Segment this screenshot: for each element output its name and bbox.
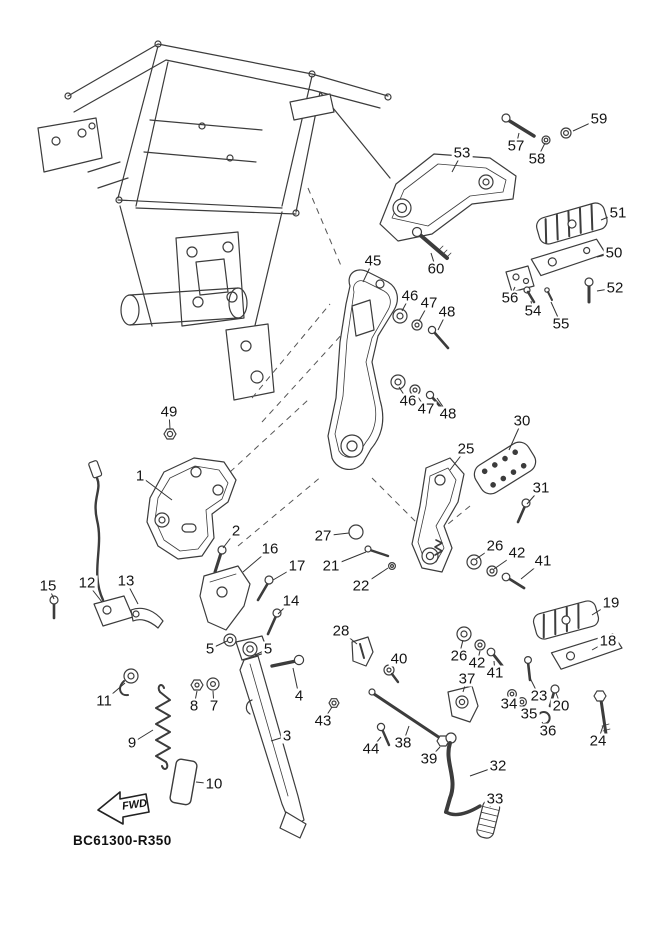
bracket-16 xyxy=(199,565,251,631)
bolt-60 xyxy=(411,226,452,260)
bolt-15 xyxy=(49,595,59,620)
footrest-rubber-19 xyxy=(532,600,600,640)
nut-43 xyxy=(328,698,340,708)
stopper-56-pins-54-55 xyxy=(505,265,553,304)
hook-11 xyxy=(119,668,139,697)
diagram-code: BC61300-R350 xyxy=(73,833,172,848)
bushing-set-upper-26-42-41 xyxy=(466,554,526,590)
washers-34-35-clip-36 xyxy=(507,688,551,725)
side-stand-3 xyxy=(235,635,307,839)
footrest-rubber-51 xyxy=(536,202,608,245)
bolt-24 xyxy=(593,690,611,736)
shift-pedal-32 xyxy=(444,732,482,817)
screw-52 xyxy=(584,277,594,304)
footrest-bracket-18 xyxy=(550,633,623,670)
fasteners-57-58-59 xyxy=(501,113,572,145)
pin-21-22 xyxy=(364,545,397,570)
frame-sketch xyxy=(37,40,392,401)
relation-dashed-lines xyxy=(229,187,471,547)
damper-set-upper-46-47-48 xyxy=(392,308,450,350)
screw-31 xyxy=(516,498,531,524)
screw-44 xyxy=(376,722,391,747)
screw-17 xyxy=(256,575,274,602)
screw-20 xyxy=(548,684,560,708)
footrest-pad-30 xyxy=(473,441,537,495)
cap-27 xyxy=(348,524,364,540)
spring-9 xyxy=(155,684,171,770)
clevis-28 xyxy=(351,636,374,667)
footrest-bracket-50 xyxy=(530,238,607,277)
bolt-4 xyxy=(270,654,305,668)
fwd-label: FWD xyxy=(121,797,148,812)
rubber-10 xyxy=(169,758,198,806)
stand-switch-12-13 xyxy=(88,460,164,629)
damper-set-lower-46-47-48 xyxy=(390,374,448,415)
footrest-bracket-25 xyxy=(411,457,465,573)
fwd-arrow: FWD xyxy=(97,791,150,825)
main-bracket-45 xyxy=(327,269,398,471)
plate-37 xyxy=(447,685,479,723)
stand-bracket-1 xyxy=(146,457,237,560)
rod-end-40 xyxy=(383,664,400,684)
screw-2 xyxy=(213,545,227,574)
upper-bracket-53 xyxy=(379,153,517,242)
pin-23 xyxy=(523,655,532,682)
bolt-14 xyxy=(266,608,282,636)
bushing-set-lower-26-42-41 xyxy=(456,626,506,670)
washer-7-nut-8 xyxy=(190,677,220,691)
nut-49 xyxy=(163,428,177,440)
